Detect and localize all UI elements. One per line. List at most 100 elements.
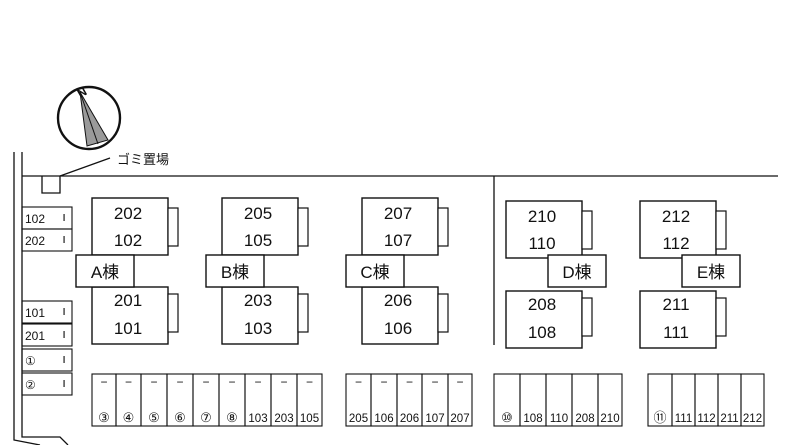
balcony [167,207,179,247]
parking-slot-mark: − [456,375,463,389]
parking-slot-label: ④ [123,410,135,425]
west-slot-label: ② [25,378,36,392]
parking-slot-mark: − [176,375,183,389]
building-lower-block [505,290,583,349]
unit-number: 110 [528,234,555,253]
west-slot-label: 202 [25,234,45,248]
west-slot-mark: ı [62,375,66,390]
building-name-box [345,254,405,288]
building-4: D棟 210 110 208 108 [505,200,607,349]
parking-slot-label: 203 [274,413,293,425]
building-1: A棟 202 102 201 101 [75,197,179,345]
parking-slot-mark: − [280,375,287,389]
balcony [715,210,727,250]
parking-slot [740,373,765,427]
unit-number: 210 [528,207,556,226]
building-name: D棟 [562,263,591,282]
parking-slot-label: 207 [450,413,469,425]
parking-group-1: −③−④−⑤−⑥−⑦−⑧−103−203−105 [91,373,323,427]
property-boundary-west [21,152,69,445]
parking-slot-mark: − [150,375,157,389]
parking-group-2: −205−106−206−107−207 [345,373,473,427]
west-slot-label: 102 [25,212,45,226]
building-name: A棟 [91,263,119,282]
balcony [437,207,449,247]
unit-number: 208 [528,295,556,314]
west-parking-slot [21,372,73,396]
west-slot-mark: ı [62,351,66,366]
parking-slot-mark: − [306,375,313,389]
west-slot-mark: ı [62,231,66,246]
parking-slot-label: ⑦ [200,410,212,425]
parking-slot-label: 103 [248,413,267,425]
building-name-box [681,254,741,288]
parking-slot-label: 212 [743,413,762,425]
parking-slot-label: 106 [374,413,393,425]
unit-number: 211 [662,295,689,314]
unit-number: 108 [528,323,556,342]
parking-slot-label: 111 [675,413,692,425]
north-arrow-axis [79,91,99,145]
north-arrow-icon [79,91,109,147]
building-name: C棟 [360,263,389,282]
parking-slot-label: 110 [550,413,568,425]
west-parking-slot [21,228,73,252]
building-name-box [75,254,135,288]
west-slot-label: 201 [25,329,45,343]
parking-slot-mark: − [254,375,261,389]
west-slot-label: ① [25,354,36,368]
unit-number: 103 [244,319,272,338]
garbage-leader-line [59,157,111,177]
parking-slot-label: ⑤ [148,410,160,425]
unit-number: 205 [244,204,272,223]
unit-number: 203 [244,291,272,310]
west-slot-mark: ı [62,303,66,318]
balcony [297,207,309,247]
parking-slot-label: 210 [600,413,619,425]
balcony [437,293,449,333]
balcony [581,297,593,337]
unit-number: 207 [384,204,412,223]
building-5: E棟 212 112 211 111 [639,200,741,349]
parking-slot-label: 211 [720,413,738,425]
unit-number: 107 [384,231,412,250]
garbage-area [41,176,61,194]
parking-slot-label: ⑩ [501,410,513,425]
unit-number: 102 [114,231,142,250]
building-upper-block [505,200,583,259]
property-boundary-outer [13,152,41,445]
west-slot-mark: ı [62,209,66,224]
parking-slot [597,373,623,427]
parking-slot-mark: − [355,375,362,389]
parking-slot-label: 107 [425,413,444,425]
unit-number: 101 [114,319,142,338]
building-name: E棟 [697,263,725,282]
parking-slot-label: 206 [400,413,419,425]
parking-slot-mark: − [125,375,132,389]
parking-slot-label: 208 [575,413,594,425]
unit-number: 106 [384,319,412,338]
unit-number: 212 [662,207,690,226]
parking-slot [296,373,323,427]
parking-slot-label: 112 [697,413,715,425]
balcony [715,297,727,337]
parking-slot-mark: − [406,375,413,389]
parking-slot-label: ⑥ [174,410,186,425]
unit-number: 112 [662,234,689,253]
parking-slot-label: ③ [98,410,110,425]
unit-number: 202 [114,204,142,223]
unit-number: 111 [663,323,689,342]
unit-number: 201 [114,291,142,310]
west-parking-slot [21,323,73,347]
parking-slot-mark: − [100,375,107,389]
west-parking-slot [21,300,73,324]
compass-ring [56,85,122,151]
parking-slot-mark: − [431,375,438,389]
building-name-box [205,254,265,288]
west-slot-mark: ı [62,326,66,341]
